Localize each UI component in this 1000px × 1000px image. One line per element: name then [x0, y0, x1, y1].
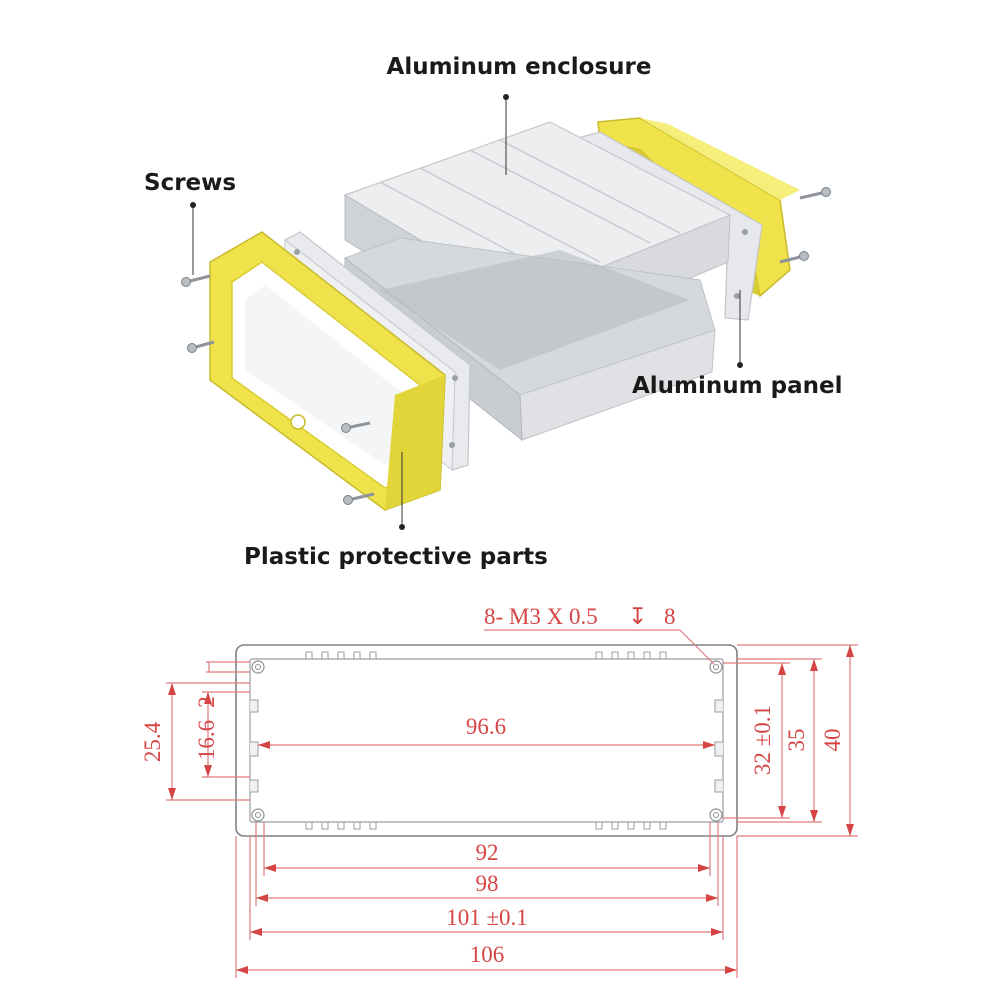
dim-height-32: 32 ±0.1: [750, 705, 775, 775]
profile-outline: [235, 644, 738, 837]
exploded-view: Aluminum enclosure Screws Aluminum panel…: [144, 54, 842, 570]
screw: [799, 187, 831, 200]
screw: [181, 274, 211, 287]
left-plastic-part: [209, 231, 446, 511]
thread-depth: 8: [664, 604, 676, 629]
dim-height-40: 40: [820, 729, 845, 752]
label-screws: Screws: [144, 170, 236, 196]
depth-symbol: ↧: [628, 604, 647, 629]
right-vertical-dimensions: 32 ±0.1 35 40: [723, 644, 858, 837]
dim-height-35: 35: [784, 729, 809, 752]
screws-group: [181, 187, 831, 505]
dim-height-2: 2: [194, 696, 219, 708]
screw: [343, 492, 375, 505]
dim-width-101: 101 ±0.1: [446, 905, 528, 930]
label-plastic-protective-parts: Plastic protective parts: [244, 544, 548, 570]
screw: [341, 421, 371, 433]
label-aluminum-enclosure: Aluminum enclosure: [387, 54, 652, 80]
dim-width-98: 98: [476, 871, 499, 896]
dim-inner-width: 96.6: [466, 714, 506, 739]
dim-height-25-4: 25.4: [140, 721, 165, 762]
dim-width-92: 92: [476, 840, 499, 865]
thread-spec: 8- M3 X 0.5: [484, 604, 598, 629]
leader-lines: [190, 94, 743, 530]
screw: [187, 340, 215, 353]
horizontal-dimensions: 96.6 92 98 101 ±0.1: [235, 714, 738, 978]
technical-drawing: 8- M3 X 0.5 ↧ 8 96.6 92: [140, 604, 858, 978]
thread-callout: 8- M3 X 0.5 ↧ 8: [484, 604, 715, 665]
dim-width-106: 106: [470, 942, 505, 967]
label-aluminum-panel: Aluminum panel: [632, 373, 842, 399]
dim-height-16-6: 16.6: [194, 720, 219, 760]
left-vertical-dimensions: 25.4 16.6 2: [140, 661, 250, 801]
screw: [779, 251, 809, 264]
